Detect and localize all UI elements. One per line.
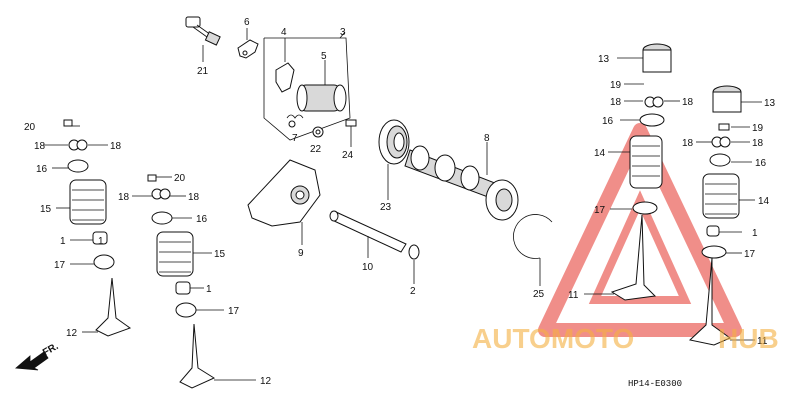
callout-13-b: 13 xyxy=(764,98,776,109)
left-valve-assembly-upper xyxy=(63,119,132,337)
callout-21: 21 xyxy=(197,66,209,77)
callout-17-a: 17 xyxy=(54,260,66,271)
part-21-bolt xyxy=(185,16,221,46)
callout-16-b: 16 xyxy=(196,214,208,225)
callout-23: 23 xyxy=(380,202,392,213)
watermark-logo xyxy=(538,123,742,337)
part-25-circlip xyxy=(513,214,553,259)
callout-25: 25 xyxy=(533,289,545,300)
callout-10: 10 xyxy=(362,262,374,273)
callout-8: 8 xyxy=(484,133,490,144)
callout-6: 6 xyxy=(244,17,250,28)
callout-24: 24 xyxy=(342,150,354,161)
part-9-rocker-arm xyxy=(247,159,321,227)
callout-5: 5 xyxy=(321,51,327,62)
callout-1-d: 1 xyxy=(752,228,758,239)
callout-15-b: 15 xyxy=(214,249,226,260)
callout-16-c: 16 xyxy=(602,116,614,127)
front-direction-arrow xyxy=(15,351,49,371)
callout-16-a: 16 xyxy=(36,164,48,175)
part-5-tensioner-body xyxy=(296,84,347,112)
front-label: FR. xyxy=(41,341,61,359)
callout-20-a: 20 xyxy=(24,122,36,133)
callout-1-a: 1 xyxy=(98,236,104,247)
callout-1-c: 1 xyxy=(206,284,212,295)
watermark-word-right: HUB xyxy=(718,323,779,354)
callout-19-a: 19 xyxy=(610,80,622,91)
part-24-pin xyxy=(345,119,357,127)
callout-22: 22 xyxy=(310,144,322,155)
callout-18-f: 18 xyxy=(682,97,694,108)
callout-18-e: 18 xyxy=(610,97,622,108)
callout-12-a: 12 xyxy=(66,328,78,339)
part-4-guide xyxy=(275,62,295,93)
callout-15-a: 15 xyxy=(40,204,52,215)
callout-18-c: 18 xyxy=(118,192,130,203)
callout-9: 9 xyxy=(298,248,304,259)
left-valve-assembly-lower xyxy=(147,174,216,389)
callout-17-c: 17 xyxy=(594,205,606,216)
callout-13-a: 13 xyxy=(598,54,610,65)
callout-17-b: 17 xyxy=(228,306,240,317)
callout-11-b: 11 xyxy=(757,336,768,347)
callout-1-b: 1 xyxy=(60,236,66,247)
callout-14-b: 14 xyxy=(758,196,770,207)
callout-20-b: 20 xyxy=(174,173,186,184)
callout-2: 2 xyxy=(410,286,416,297)
part-22-nut xyxy=(312,126,324,138)
part-6-clip xyxy=(237,39,259,59)
right-valve-assembly-right xyxy=(688,85,742,346)
callout-7: 7 xyxy=(292,133,298,144)
callout-16-d: 16 xyxy=(755,158,767,169)
callout-17-d: 17 xyxy=(744,249,756,260)
callout-12-b: 12 xyxy=(260,376,272,387)
callout-4: 4 xyxy=(281,27,287,38)
part-23-bearing xyxy=(378,119,410,165)
callout-18-d: 18 xyxy=(188,192,200,203)
callout-18-b: 18 xyxy=(110,141,122,152)
right-valve-assembly-left xyxy=(610,43,672,301)
part-2-washer xyxy=(408,244,420,260)
part-10-rocker-shaft xyxy=(329,210,407,253)
callout-18-h: 18 xyxy=(752,138,764,149)
diagram-code: HP14-E0300 xyxy=(628,379,682,389)
callout-11-a: 11 xyxy=(568,290,579,301)
callout-18-a: 18 xyxy=(34,141,46,152)
watermark-text: AUTOMOTO HUB xyxy=(472,323,779,354)
callout-19-b: 19 xyxy=(752,123,764,134)
callout-labels: 1 1 1 1 2 3 4 5 6 7 8 9 10 11 11 12 12 1… xyxy=(24,17,776,387)
callout-18-g: 18 xyxy=(682,138,694,149)
callout-14-a: 14 xyxy=(594,148,606,159)
callout-3: 3 xyxy=(340,27,346,38)
part-7-spring xyxy=(286,114,304,128)
part-8-camshaft xyxy=(404,145,519,221)
watermark-word-left: AUTOMOTO xyxy=(472,323,634,354)
